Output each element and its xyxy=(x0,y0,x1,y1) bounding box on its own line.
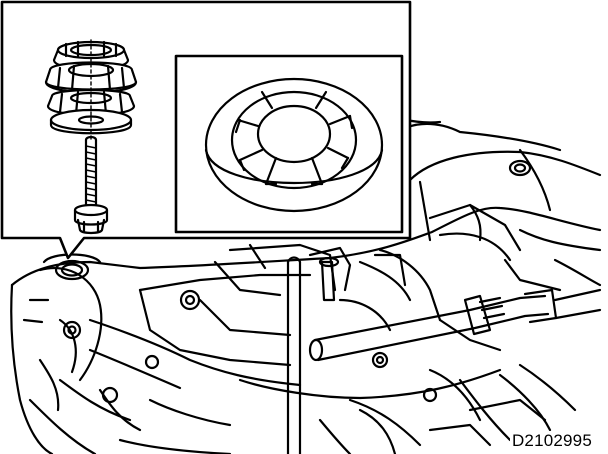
exploded-bushing-stack xyxy=(44,39,138,235)
detail-inset xyxy=(174,54,404,234)
subframe-assembly xyxy=(10,6,602,454)
alignment-rod xyxy=(286,256,302,454)
figure-reference-code: D2102995 xyxy=(509,431,594,450)
